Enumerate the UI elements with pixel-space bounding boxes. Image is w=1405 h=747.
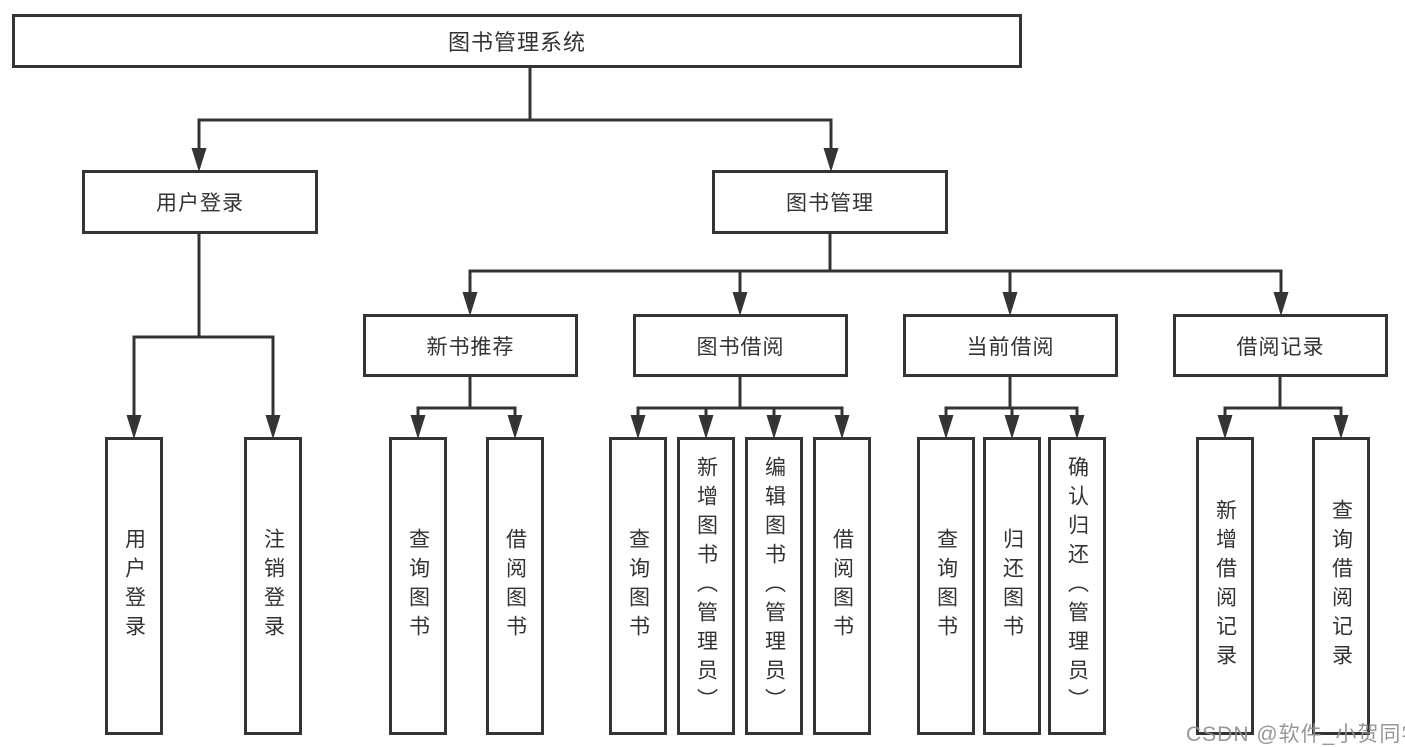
- node-leaf-borrow-books-label: 借阅图书: [830, 528, 854, 644]
- node-leaf-borrow-books: 借阅图书: [813, 437, 871, 735]
- node-borrowing-records-label: 借阅记录: [1236, 335, 1325, 359]
- node-user-login-branch-label: 用户登录: [156, 192, 244, 215]
- node-system-root: 图书管理系统: [12, 14, 1022, 68]
- node-borrowing-records: 借阅记录: [1173, 314, 1388, 377]
- node-leaf-query-borrow-record: 查询借阅记录: [1312, 437, 1370, 735]
- node-leaf-add-borrow-record: 新增借阅记录: [1196, 437, 1254, 735]
- node-book-management-branch: 图书管理: [712, 170, 948, 234]
- node-leaf-query-books-borrow-label: 查询图书: [626, 528, 650, 644]
- node-leaf-query-books-recommend-label: 查询图书: [406, 528, 430, 644]
- node-book-borrowing: 图书借阅: [633, 314, 848, 377]
- node-leaf-return-books: 归还图书: [983, 437, 1041, 735]
- node-leaf-user-login: 用户登录: [105, 437, 163, 735]
- node-leaf-query-books-current: 查询图书: [917, 437, 975, 735]
- node-leaf-add-books-admin-label: 新增图书（管理员）: [694, 455, 718, 717]
- node-system-root-label: 图书管理系统: [447, 30, 586, 55]
- node-book-management-branch-label: 图书管理: [786, 192, 874, 215]
- node-leaf-return-books-label: 归还图书: [1000, 528, 1024, 644]
- node-user-login-branch: 用户登录: [82, 170, 318, 234]
- csdn-watermark: CSDN @软件_小贺同学: [1186, 723, 1405, 746]
- node-leaf-add-books-admin: 新增图书（管理员）: [677, 437, 735, 735]
- node-leaf-query-books-recommend: 查询图书: [389, 437, 447, 735]
- node-leaf-add-borrow-record-label: 新增借阅记录: [1213, 499, 1237, 673]
- node-new-book-recommendation: 新书推荐: [363, 314, 578, 377]
- node-leaf-edit-books-admin: 编辑图书（管理员）: [745, 437, 803, 735]
- node-book-borrowing-label: 图书借阅: [696, 335, 785, 359]
- node-leaf-borrow-books-recommend: 借阅图书: [486, 437, 544, 735]
- node-leaf-edit-books-admin-label: 编辑图书（管理员）: [762, 455, 786, 717]
- node-leaf-confirm-return-admin: 确认归还（管理员）: [1048, 437, 1106, 735]
- node-current-borrowing: 当前借阅: [903, 314, 1118, 377]
- node-leaf-confirm-return-admin-label: 确认归还（管理员）: [1065, 455, 1089, 717]
- node-leaf-logout: 注销登录: [244, 437, 302, 735]
- node-current-borrowing-label: 当前借阅: [966, 335, 1055, 359]
- node-new-book-recommendation-label: 新书推荐: [426, 335, 515, 359]
- node-leaf-query-borrow-record-label: 查询借阅记录: [1329, 499, 1353, 673]
- node-leaf-query-books-current-label: 查询图书: [934, 528, 958, 644]
- node-leaf-user-login-label: 用户登录: [122, 528, 146, 644]
- node-leaf-borrow-books-recommend-label: 借阅图书: [503, 528, 527, 644]
- node-leaf-query-books-borrow: 查询图书: [609, 437, 667, 735]
- node-leaf-logout-label: 注销登录: [261, 528, 285, 644]
